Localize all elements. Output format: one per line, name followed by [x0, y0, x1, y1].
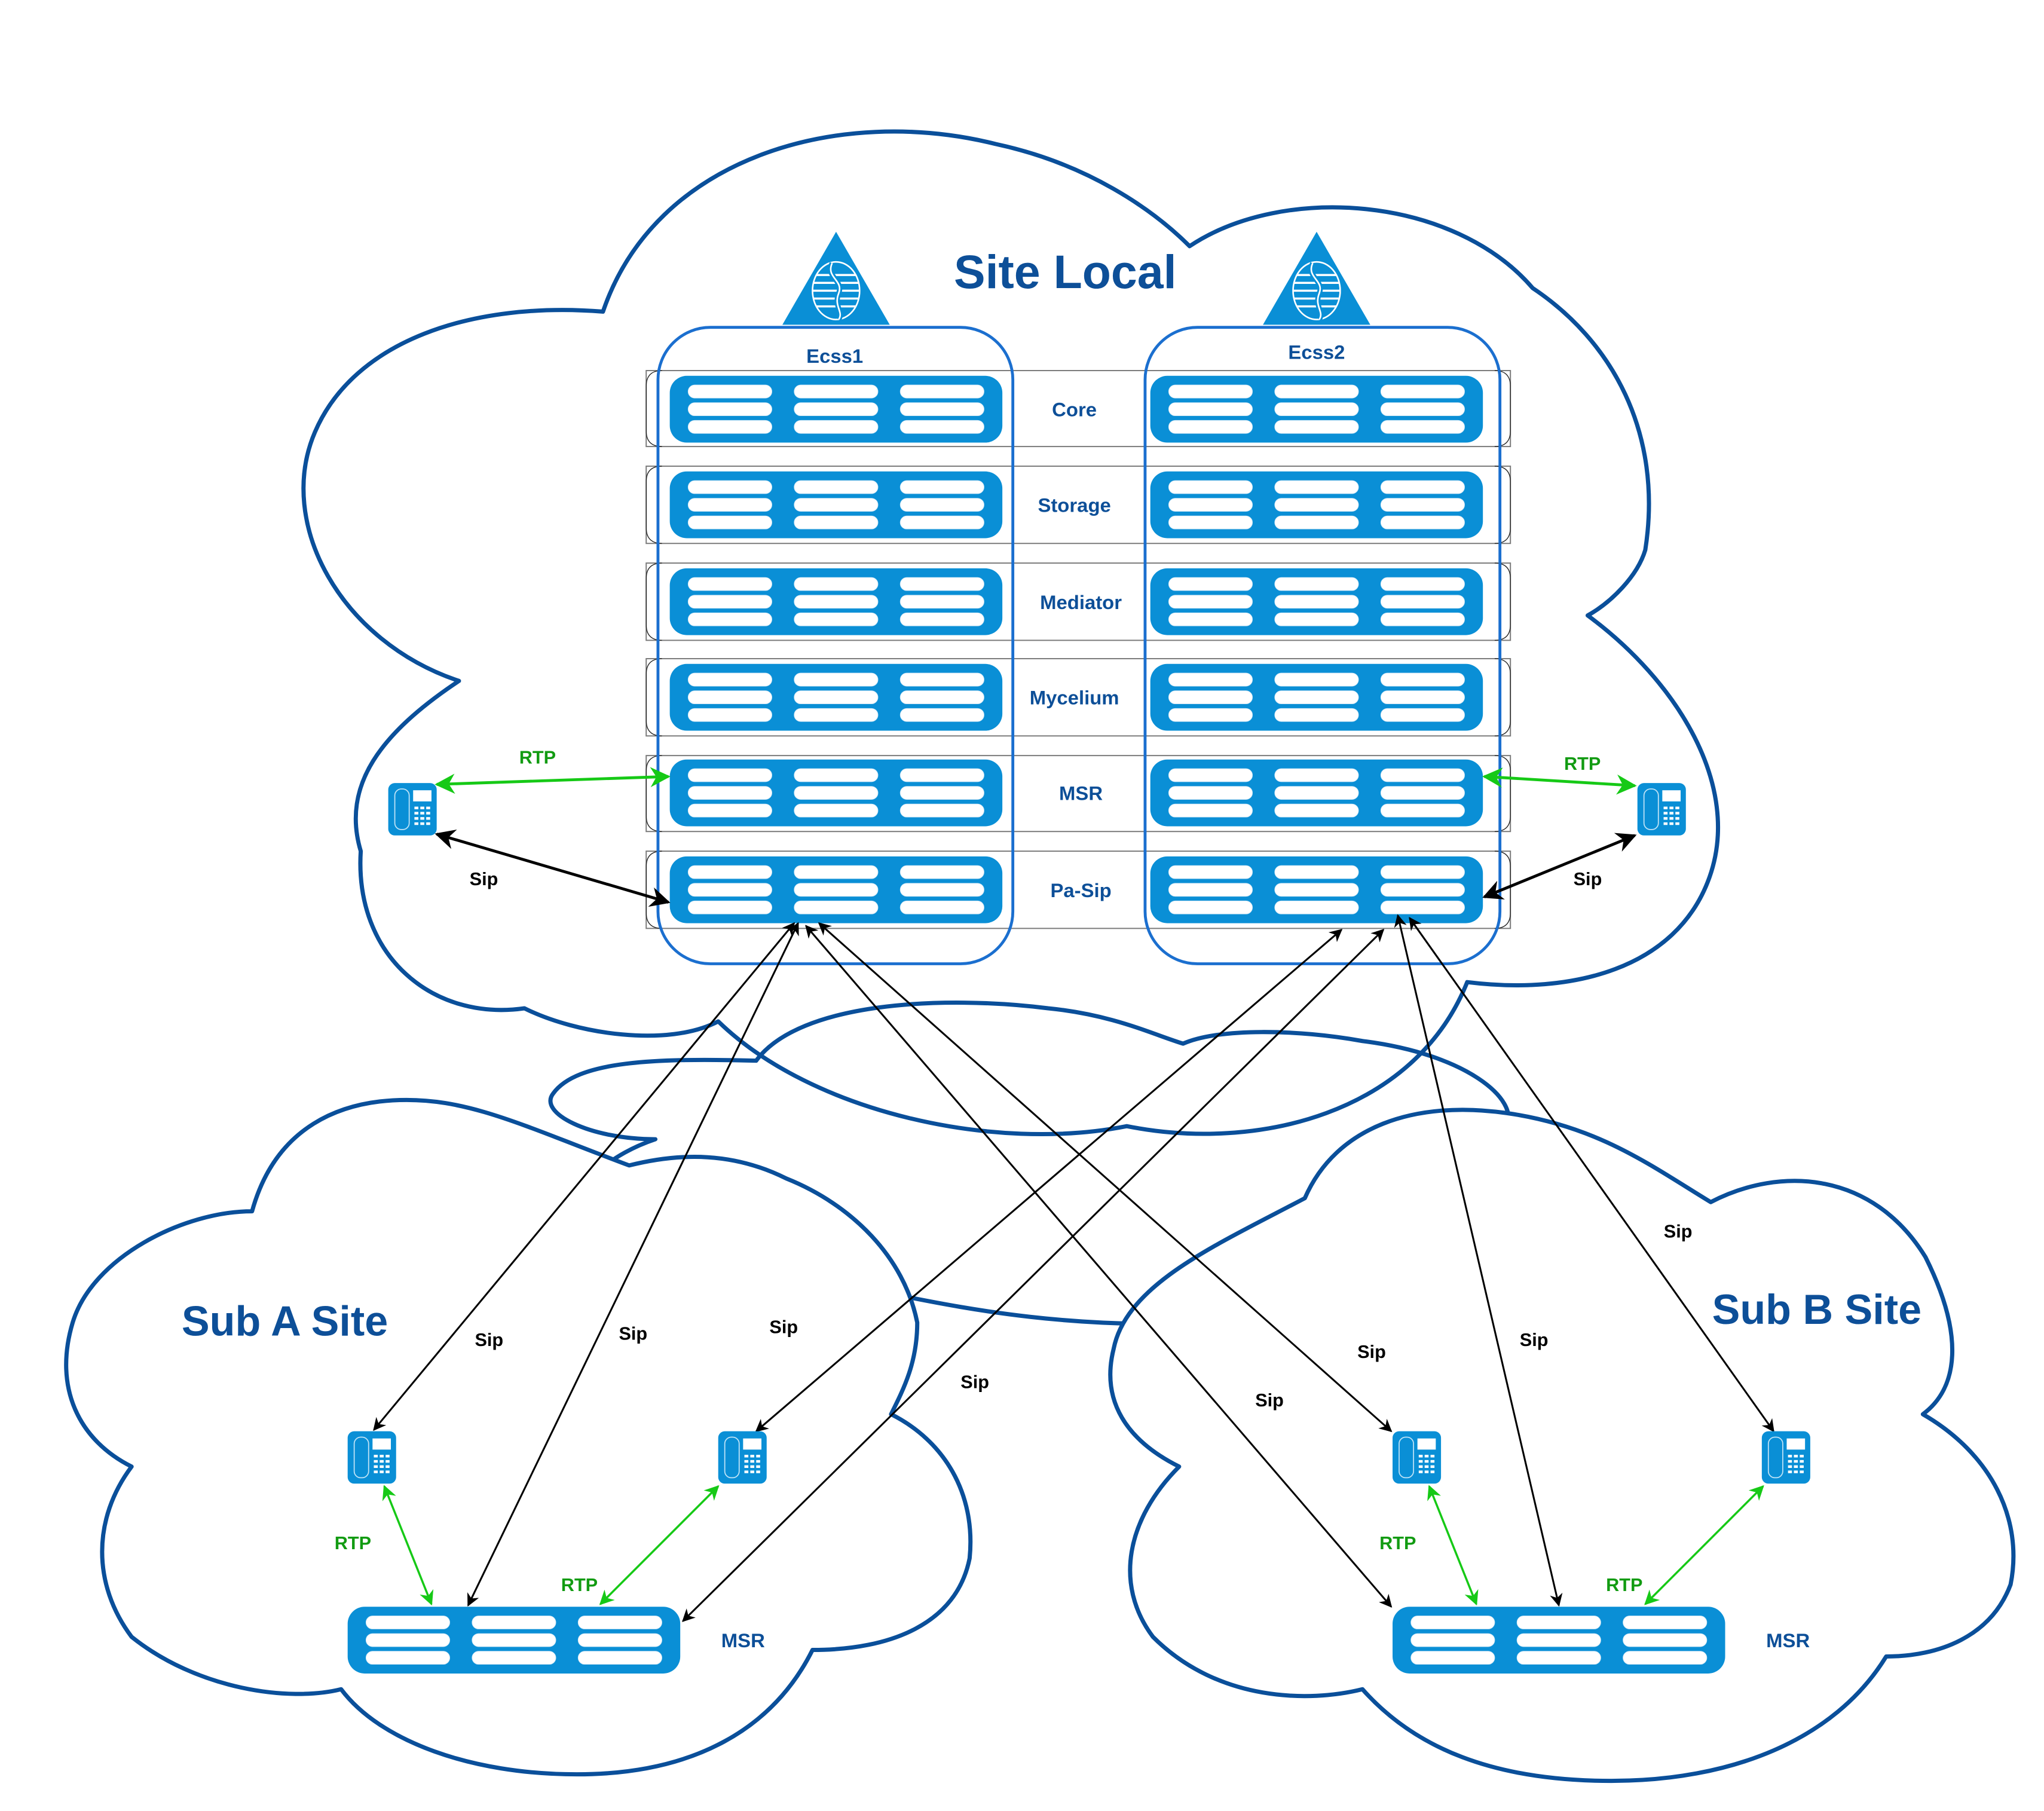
- sub-a-rtp-arrow-2: [599, 1485, 720, 1605]
- sub-b-sip-label-2: Sip: [1357, 1342, 1386, 1362]
- row-band-mediator: [645, 562, 1511, 641]
- ecss1-core-server: [669, 375, 1003, 443]
- sub-b-rtp-label-2: RTP: [1606, 1575, 1642, 1595]
- row-band-storage: [645, 465, 1511, 544]
- ecss1-mediator-server: [669, 568, 1003, 636]
- row-band-core: [645, 370, 1511, 448]
- sub-b-rtp-label-1: RTP: [1379, 1533, 1416, 1553]
- sub-b-sip-label-1: Sip: [1255, 1390, 1284, 1411]
- row-label-mediator: Mediator: [1040, 591, 1122, 613]
- sub-a-sip-label-4: Sip: [960, 1372, 989, 1392]
- sip-arrow-left-phone: [434, 829, 671, 907]
- ecss2-mycelium-server: [1150, 663, 1483, 731]
- sip-ecss2-to-suba-msr: [682, 929, 1385, 1622]
- row-label-core: Core: [1052, 399, 1097, 421]
- sub-a-msr-label: MSR: [721, 1629, 765, 1651]
- sub-a-sip-label-3: Sip: [769, 1317, 798, 1337]
- ecss2-label: Ecss2: [1288, 341, 1345, 363]
- rtp-arrow-left-phone: [434, 767, 671, 794]
- sub-b-sip-label-3: Sip: [1520, 1330, 1549, 1350]
- sub-b-phone1-icon: [1391, 1430, 1442, 1485]
- sub-a-msr-server: [347, 1606, 681, 1674]
- site-local-right-phone-icon: [1636, 782, 1687, 836]
- ecss1-storage-server: [669, 471, 1003, 539]
- sub-a-rtp-label-1: RTP: [335, 1533, 371, 1553]
- sub-b-msr-server: [1392, 1606, 1725, 1674]
- ecss2-pa-sip-server: [1150, 856, 1483, 924]
- sub-b-phone2-icon: [1761, 1430, 1812, 1485]
- sub-a-sip-label-2: Sip: [619, 1323, 647, 1344]
- sub-a-title: Sub A Site: [182, 1298, 388, 1345]
- ecss2-mediator-server: [1150, 568, 1483, 636]
- row-label-storage: Storage: [1038, 494, 1110, 516]
- row-label-pa-sip: Pa-Sip: [1050, 879, 1111, 901]
- rtp-label-left: RTP: [519, 747, 556, 767]
- sub-b-rtp-arrow-1: [1427, 1485, 1479, 1606]
- sub-b-rtp-arrow-2: [1644, 1485, 1764, 1605]
- sub-a-rtp-label-2: RTP: [561, 1575, 598, 1595]
- ecss1-label: Ecss1: [806, 345, 863, 367]
- row-label-msr: MSR: [1059, 782, 1103, 804]
- cross-site-sip-arrows: [373, 914, 1774, 1622]
- ecss2-core-server: [1150, 375, 1483, 443]
- sub-a-phone1-icon: [347, 1430, 397, 1485]
- rtp-arrow-right-phone: [1482, 767, 1637, 795]
- ecss1-pa-sip-server: [669, 856, 1003, 924]
- sip-ecss2-to-subb-phone2: [1409, 917, 1774, 1433]
- sub-a-phone2-icon: [717, 1430, 767, 1485]
- row-band-mycelium: [645, 658, 1511, 737]
- sip-arrow-right-phone: [1482, 833, 1637, 900]
- rtp-label-right: RTP: [1564, 754, 1601, 774]
- sub-b-title: Sub B Site: [1712, 1286, 1922, 1333]
- sub-a-rtp-arrow-1: [382, 1485, 434, 1606]
- ecss2-storage-server: [1150, 471, 1483, 539]
- sub-b-cloud: [1108, 1108, 2016, 1784]
- sub-a-sip-label-1: Sip: [475, 1330, 503, 1350]
- sip-label-left: Sip: [470, 869, 498, 889]
- ecss2-msr-server: [1150, 759, 1483, 827]
- site-local-left-phone-icon: [387, 782, 437, 836]
- row-label-mycelium: Mycelium: [1030, 687, 1119, 709]
- ecss1-mycelium-server: [669, 663, 1003, 731]
- site-local-title: Site Local: [954, 246, 1177, 298]
- sub-b-msr-label: MSR: [1766, 1629, 1810, 1651]
- sub-b-sip-label-4: Sip: [1664, 1221, 1693, 1241]
- ecss1-msr-server: [669, 759, 1003, 827]
- sip-label-right: Sip: [1574, 869, 1602, 889]
